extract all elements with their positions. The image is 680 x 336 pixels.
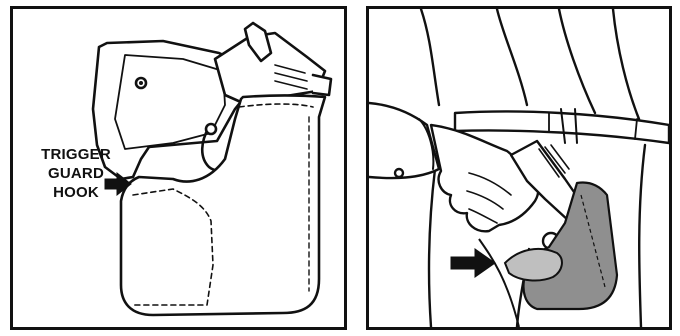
right-panel-drawing-pistol <box>366 6 672 330</box>
left-panel-holster-detail: TRIGGER GUARD HOOK <box>10 6 347 330</box>
frame-pin <box>206 124 216 134</box>
callout-line-1: TRIGGER <box>17 145 135 164</box>
callout-line-3: HOOK <box>17 183 135 202</box>
trigger-guard-hook-label: TRIGGER GUARD HOOK <box>17 145 135 202</box>
callout-line-2: GUARD <box>17 164 135 183</box>
sleeve <box>369 103 439 178</box>
pistol-slide <box>215 33 325 103</box>
pants-outline <box>429 169 435 327</box>
shirt-fold <box>421 9 439 105</box>
right-illustration <box>369 9 669 327</box>
